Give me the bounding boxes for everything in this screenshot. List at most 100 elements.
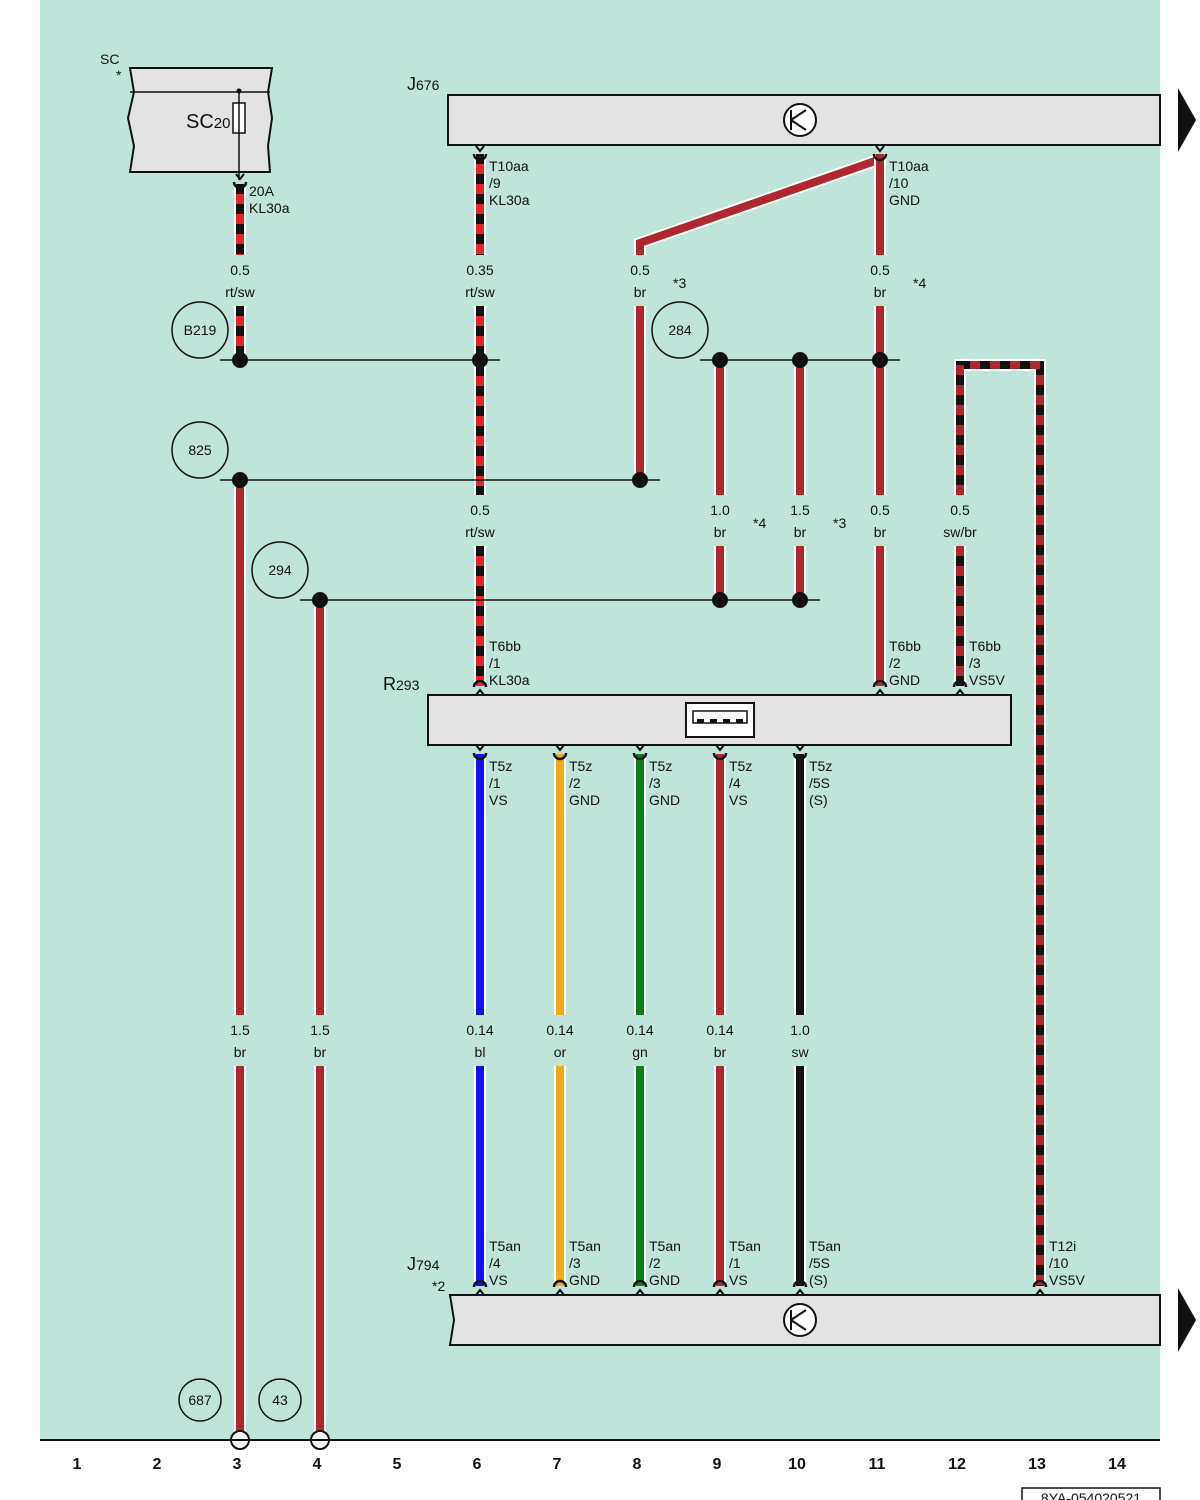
column-number: 10: [788, 1456, 806, 1473]
j676-label: J676: [407, 74, 440, 94]
fuse-box-outline: [126, 67, 274, 173]
junction-dot: [632, 472, 648, 488]
connector-arrow: [555, 744, 565, 752]
image-code: 8YA-054020521: [1041, 1490, 1141, 1500]
fuse-label: SC20: [186, 111, 230, 133]
connector-icon: [632, 744, 648, 761]
r293-sub: 293: [396, 677, 420, 693]
footnote-marker: *4: [913, 275, 926, 291]
sc-label: SC: [100, 51, 119, 67]
connector-arrow: [715, 744, 725, 752]
connector-arrow: [475, 688, 485, 696]
connector-arc: [872, 153, 888, 162]
column-number: 7: [553, 1456, 562, 1473]
connector-arc: [712, 1279, 728, 1288]
connector-icon: [232, 173, 248, 190]
junction-dot: [232, 472, 248, 488]
column-number: 11: [869, 1456, 886, 1473]
j794-main: J: [407, 1254, 416, 1274]
wire-diagonal: [634, 154, 880, 255]
connector-arrow: [635, 1288, 645, 1296]
j676-main: J: [407, 74, 416, 94]
fuse-rating: 20A: [249, 183, 275, 199]
junction-dot: [712, 352, 728, 368]
fuse-main: SC: [186, 111, 214, 133]
column-number: 8: [633, 1456, 642, 1473]
r293-label: R293: [383, 674, 420, 694]
connector-arc: [472, 153, 488, 162]
wire-core: [636, 156, 880, 255]
connector-arrow: [875, 145, 885, 153]
connector-icon: [792, 1279, 808, 1296]
wire-stripe: [956, 361, 1044, 1286]
connector-arc: [552, 1279, 568, 1288]
column-number: 6: [473, 1456, 482, 1473]
column-number: 3: [233, 1456, 242, 1473]
junction-dot: [312, 592, 328, 608]
connector-arc: [792, 752, 808, 761]
j794-sub: 794: [416, 1257, 440, 1273]
continuation-arrow-icon: [1178, 88, 1196, 152]
connector-arrow: [795, 744, 805, 752]
connector-arrow: [475, 145, 485, 153]
reference-circles: B219 825 294 284 687 43: [171, 301, 709, 1422]
junction-dot: [232, 352, 248, 368]
footnote-marker: *4: [753, 515, 766, 531]
connector-arrow: [955, 688, 965, 696]
connector-arc: [472, 752, 488, 761]
column-number: 1: [73, 1456, 82, 1473]
junction-dot: [712, 592, 728, 608]
control-unit-j794: [448, 1288, 1196, 1352]
ref-circle-294: 294: [268, 562, 292, 578]
connector-arc: [712, 752, 728, 761]
j676-sub: 676: [416, 77, 440, 93]
junction-dot: [792, 352, 808, 368]
ref-circle-43: 43: [272, 1392, 288, 1408]
connector-icon: [792, 744, 808, 761]
ref-circle-687: 687: [188, 1392, 212, 1408]
junction-dot: [472, 352, 488, 368]
column-number: 4: [313, 1456, 322, 1473]
control-unit-j676: [447, 88, 1196, 152]
footnote-markers: *3 *4 *4 *3: [673, 275, 926, 531]
column-number: 12: [948, 1456, 966, 1473]
wires-layer: [234, 154, 1046, 1440]
connector-arc: [632, 1279, 648, 1288]
wire-vs5v-loop: [954, 359, 1046, 1286]
pin-t5z-5s: T5z/5S(S): [809, 758, 832, 808]
connector-arc: [472, 1279, 488, 1288]
column-number: 13: [1028, 1456, 1046, 1473]
connector-icon: [1032, 1279, 1048, 1296]
connector-arrow: [635, 744, 645, 752]
connector-icon: [552, 1279, 568, 1296]
ref-circle-825: 825: [188, 442, 212, 458]
connector-icon: [872, 679, 888, 696]
